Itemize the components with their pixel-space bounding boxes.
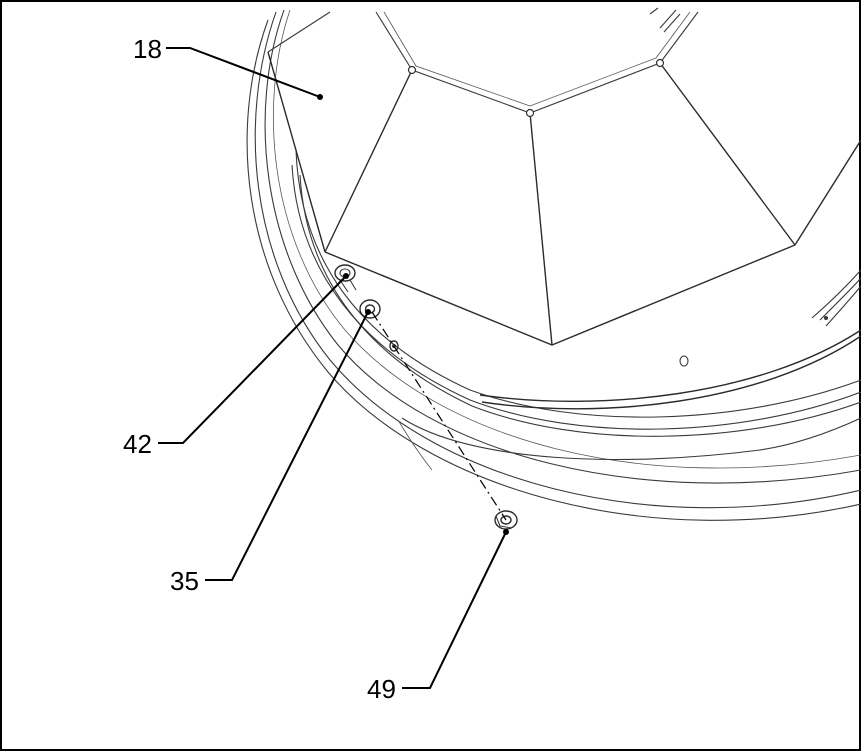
leader-49 [402, 531, 507, 689]
leader-42-dot [343, 273, 349, 279]
washer-35 [359, 299, 381, 319]
leader-49-dot [503, 529, 509, 535]
assembly-axis-line [371, 311, 507, 521]
leader-18-dot [317, 94, 323, 100]
callout-35: 35 [170, 566, 199, 596]
housing-outline [246, 9, 861, 521]
leader-18 [166, 47, 321, 98]
mounting-holes [389, 316, 828, 367]
hopper-funnel [267, 7, 861, 346]
leader-35 [205, 311, 369, 581]
leader-lines [158, 47, 509, 689]
leader-42 [158, 275, 347, 444]
callout-42: 42 [123, 429, 152, 459]
inner-ring-band [479, 269, 861, 410]
leader-35-dot [365, 309, 371, 315]
callout-49: 49 [367, 674, 396, 704]
callout-18: 18 [133, 34, 162, 64]
